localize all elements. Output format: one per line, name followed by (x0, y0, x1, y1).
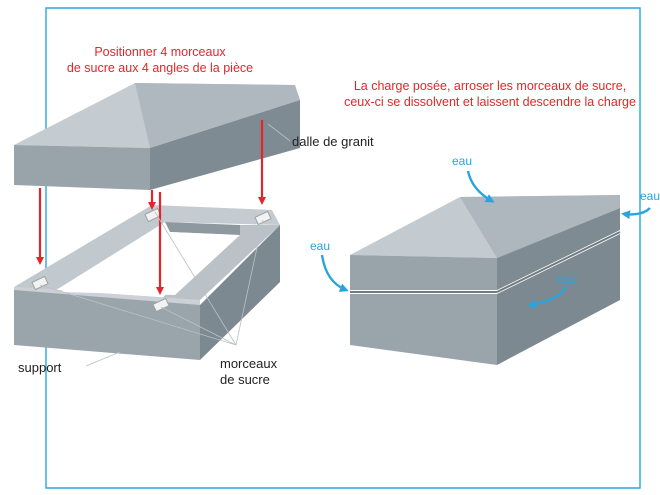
support-label: support (18, 360, 62, 375)
granite-slab (14, 83, 300, 190)
sugar-cube-front-left (31, 275, 49, 291)
water-label-left: eau (310, 239, 331, 253)
leader-lines (39, 123, 291, 367)
water-arrow-left (320, 254, 349, 292)
slab-label: dalle de granit (292, 134, 374, 149)
watering-instruction: La charge posée, arroser les morceaux de… (320, 78, 660, 110)
water-arrow-top (466, 170, 495, 203)
placement-line-1: Positionner 4 morceaux (94, 45, 226, 59)
water-arrows (320, 170, 651, 309)
placement-instruction: Positionner 4 morceaux de sucre aux 4 an… (40, 44, 280, 76)
frame (45, 7, 641, 489)
water-arrow-right (621, 207, 651, 220)
placement-arrows (36, 120, 266, 295)
watering-line-2: ceux-ci se dissolvent et laissent descen… (344, 95, 636, 109)
frame-border (45, 7, 641, 489)
sugar-cube-back-right (254, 210, 272, 226)
sugar-cubes (31, 207, 272, 313)
sugar-line-1: morceaux (220, 356, 278, 371)
watering-line-1: La charge posée, arroser les morceaux de… (353, 79, 627, 93)
water-arrow-front (527, 285, 568, 309)
water-label-right: eau (640, 189, 660, 203)
support-frame (14, 205, 280, 360)
assembled-block (350, 195, 621, 365)
placement-line-2: de sucre aux 4 angles de la pièce (66, 61, 254, 75)
water-label-top: eau (452, 154, 473, 168)
water-label-front: eau (556, 272, 577, 286)
sugar-cube-front-right (152, 297, 170, 313)
sugar-label: morceaux de sucre (220, 356, 277, 388)
sugar-line-2: de sucre (220, 372, 270, 387)
